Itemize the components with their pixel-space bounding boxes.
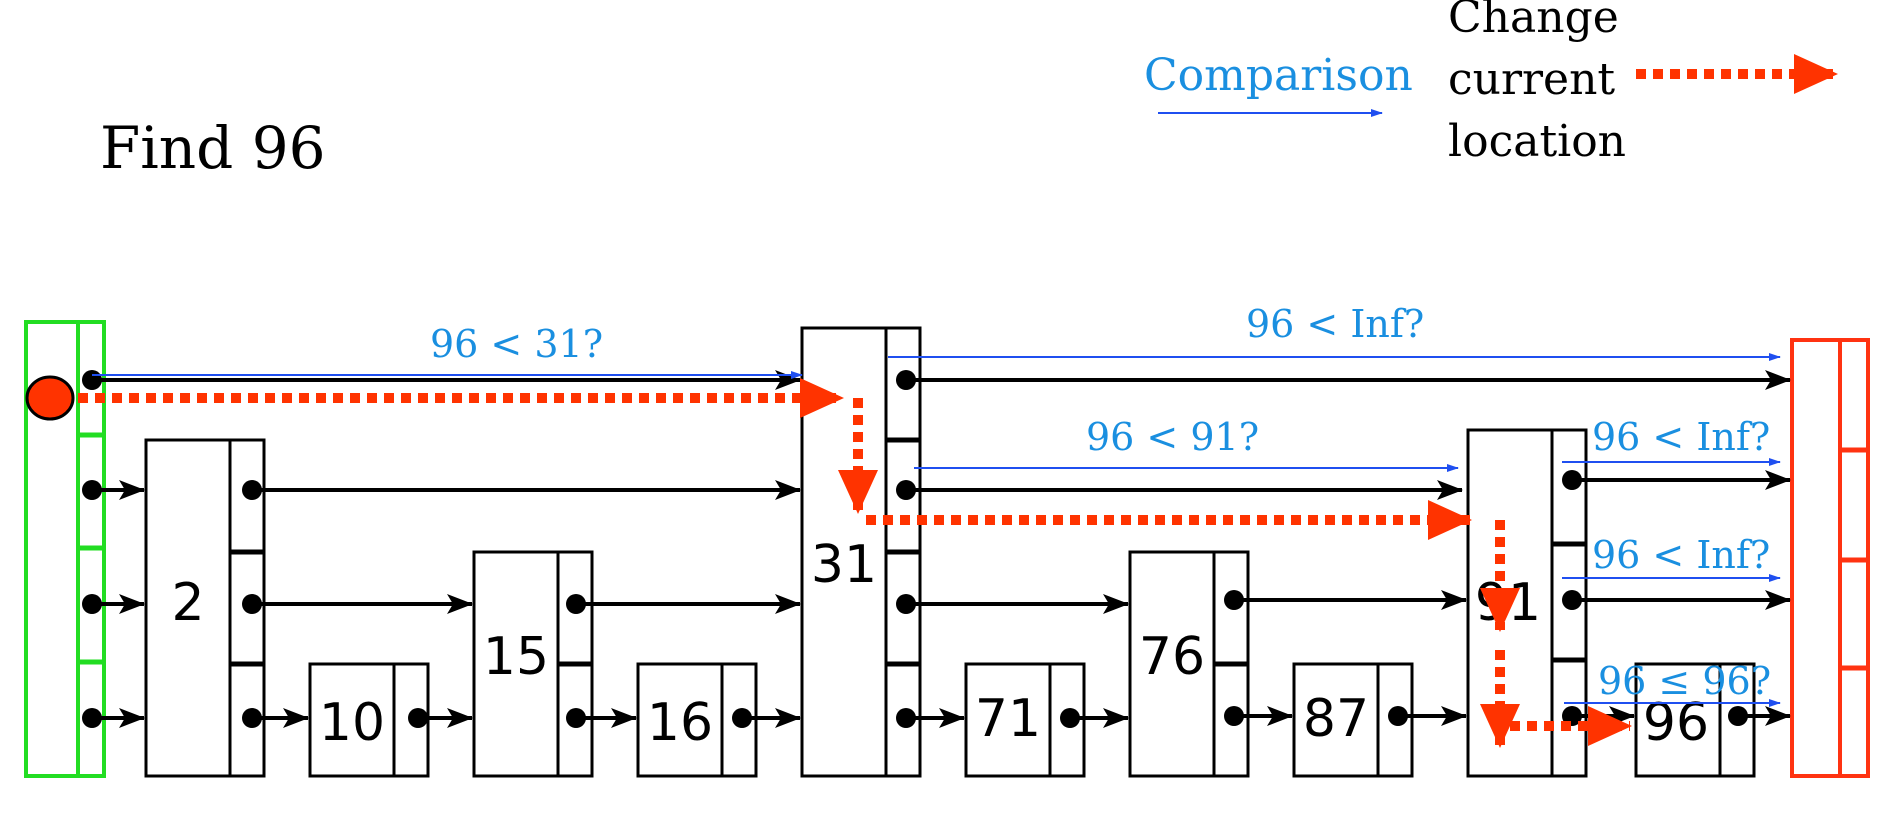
legend-change-line-2: current	[1448, 54, 1615, 105]
node-key: 2	[171, 573, 204, 633]
legend-change-line-3: location	[1448, 116, 1626, 167]
node-87: 87	[1292, 662, 1414, 778]
tail-sentinel	[1790, 338, 1870, 778]
node-key: 16	[647, 693, 713, 753]
comparison-labels: 96 < 31? 96 < Inf? 96 < 91? 96 < Inf? 96…	[430, 302, 1771, 703]
pointer-dots	[82, 370, 1748, 728]
comparison-label: 96 < 91?	[1086, 415, 1259, 459]
head-sentinel	[24, 320, 106, 778]
search-path	[78, 378, 1632, 748]
comparison-label: 96 < Inf?	[1592, 533, 1770, 577]
comparison-label: 96 < Inf?	[1592, 415, 1770, 459]
legend-change-line-1: Change	[1448, 0, 1619, 43]
node-key: 91	[1475, 573, 1541, 633]
diagram-title: Find 96	[100, 114, 326, 182]
legend: Comparison Change current location	[1144, 0, 1838, 167]
comparison-label: 96 ≤ 96?	[1598, 659, 1771, 703]
node-key: 31	[811, 535, 877, 595]
legend-comparison-label: Comparison	[1144, 50, 1413, 101]
comparison-arrows	[92, 353, 1781, 707]
node-key: 71	[975, 689, 1041, 749]
comparison-label: 96 < Inf?	[1246, 302, 1424, 346]
current-location-marker	[25, 375, 75, 421]
node-76: 76	[1128, 550, 1250, 778]
node-key: 76	[1139, 627, 1205, 687]
node-key: 87	[1303, 689, 1369, 749]
node-key: 10	[319, 693, 385, 753]
node-key: 15	[483, 627, 549, 687]
comparison-label: 96 < 31?	[430, 322, 603, 366]
node-15: 15	[472, 550, 594, 778]
